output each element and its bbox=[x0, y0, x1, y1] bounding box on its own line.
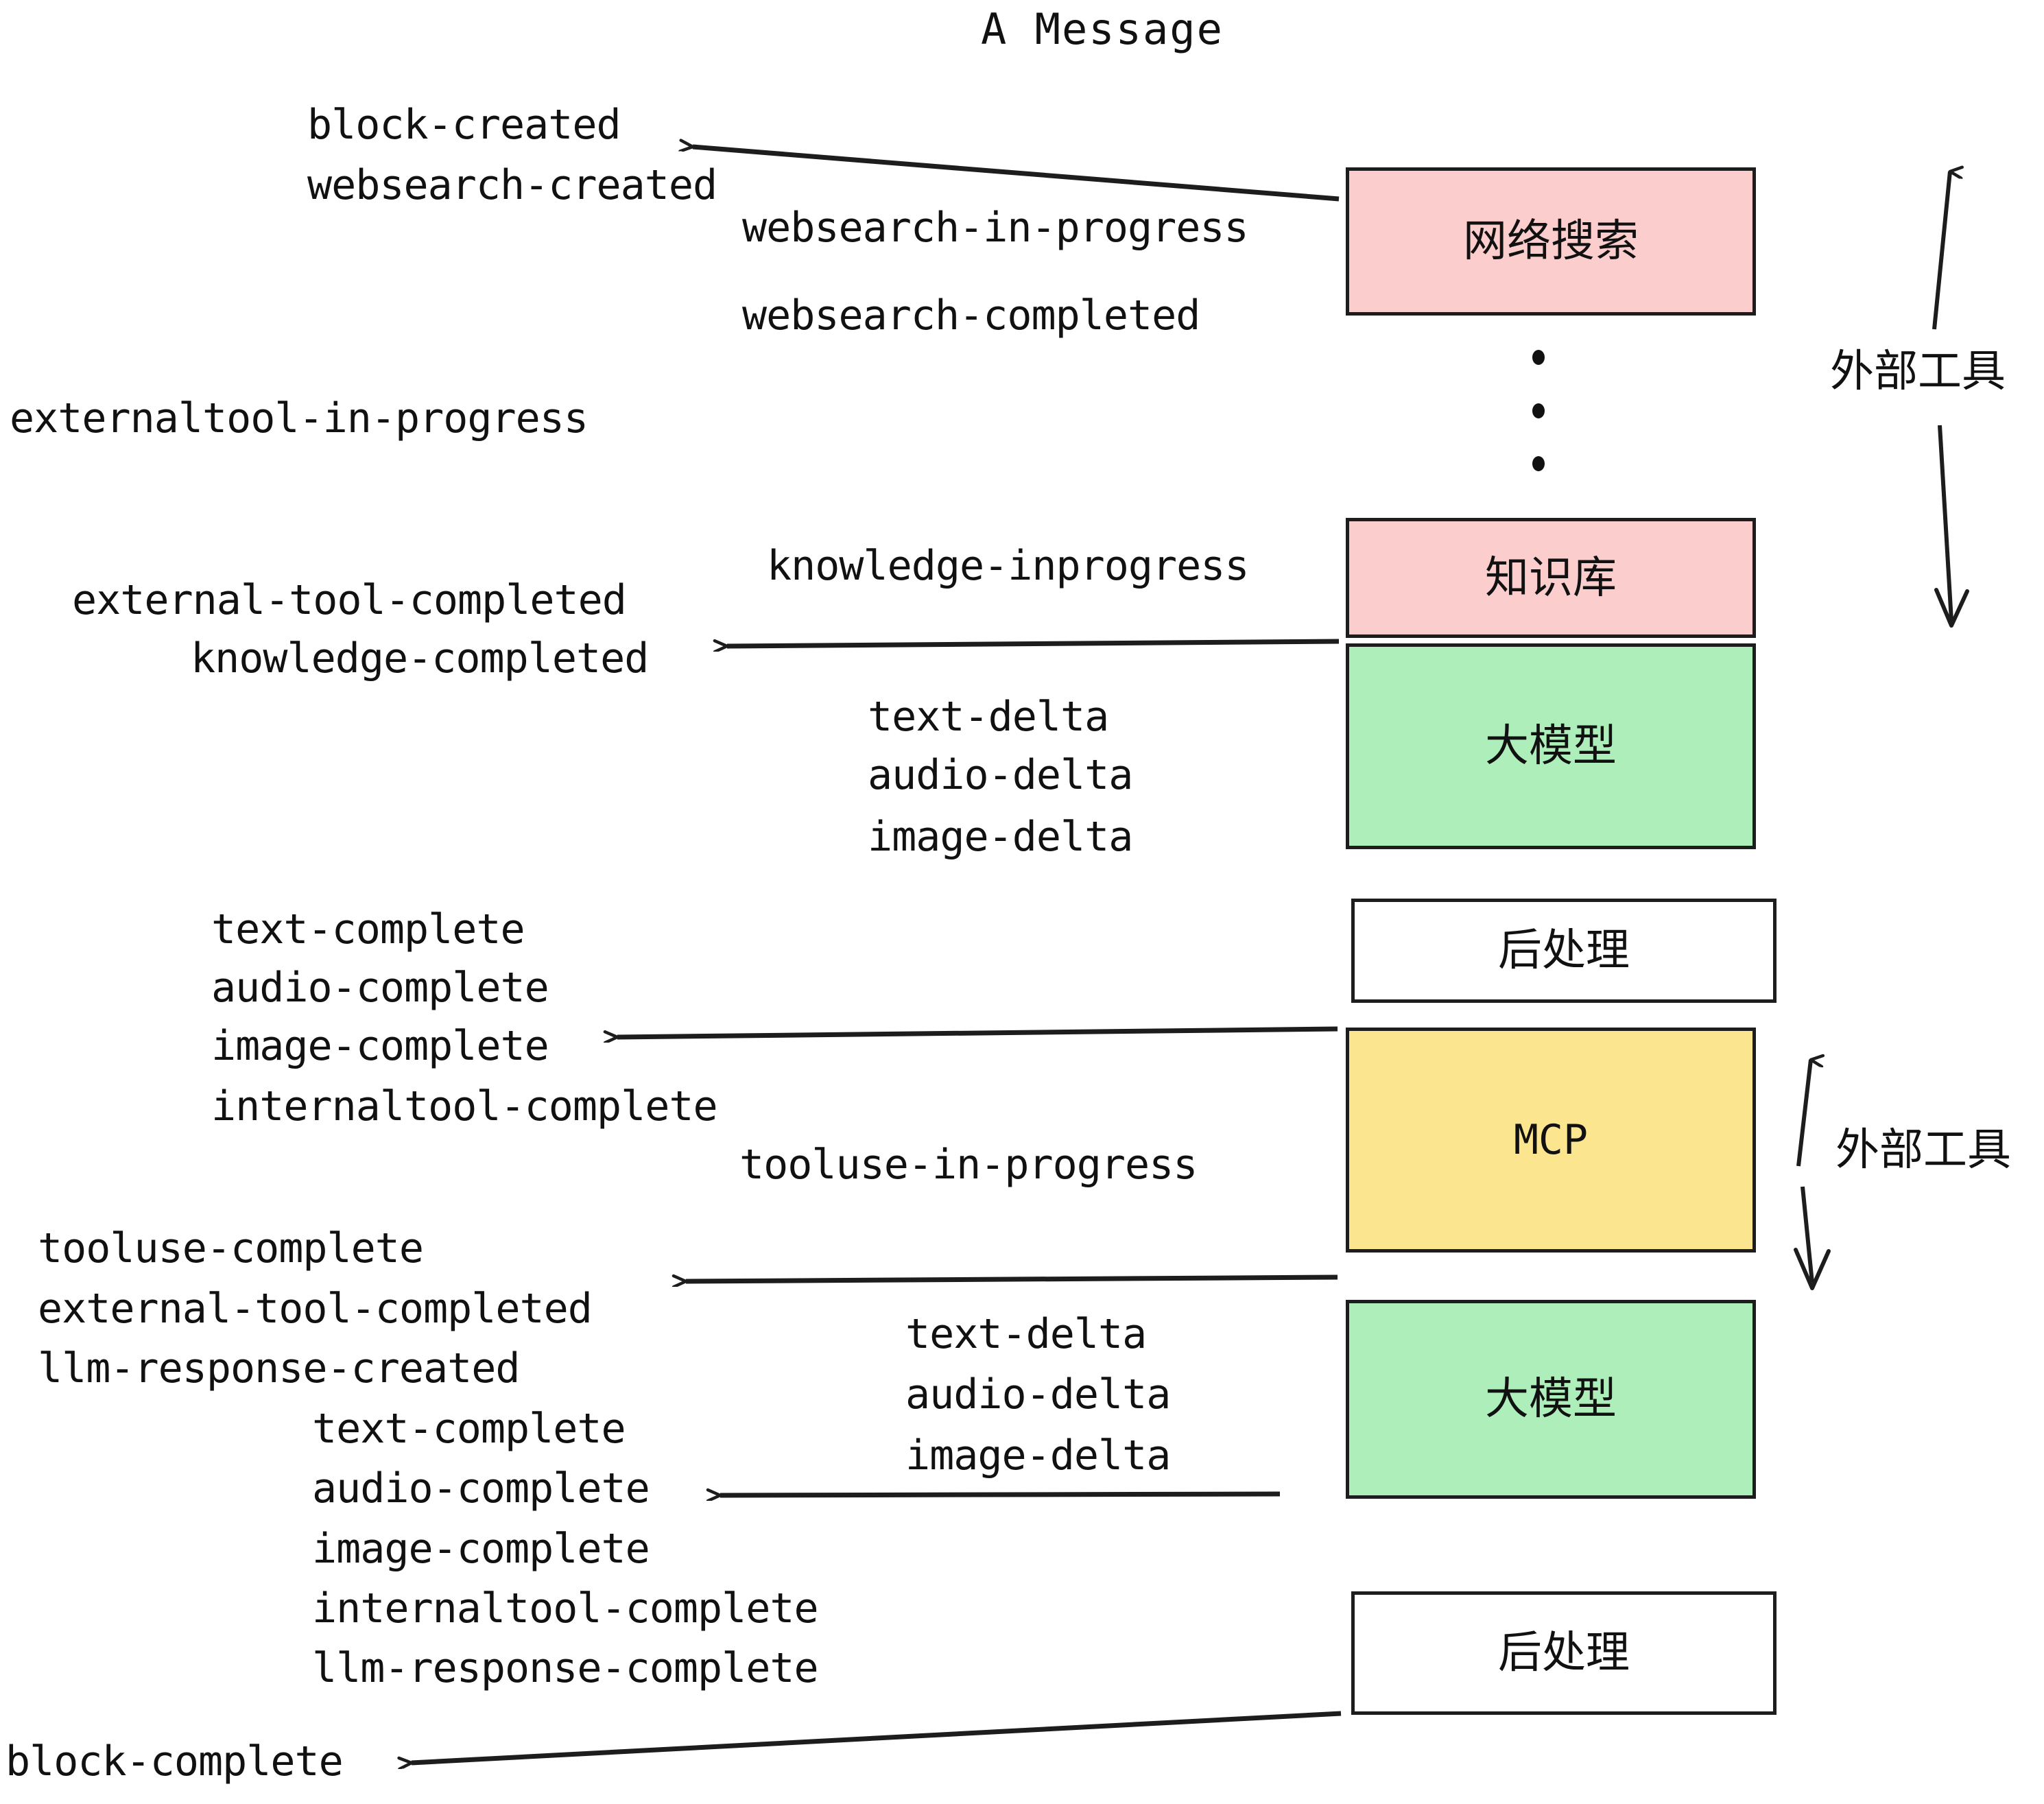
node-postprocess-bottom-label: 后处理 bbox=[1498, 1628, 1630, 1678]
node-postprocess-top: 后处理 bbox=[1351, 899, 1776, 1003]
event-block-complete: block-complete bbox=[5, 1737, 344, 1785]
node-llm-bottom-label: 大模型 bbox=[1485, 1374, 1617, 1425]
ellipsis-dot-2 bbox=[1532, 403, 1545, 418]
event-image-complete-2: image-complete bbox=[312, 1525, 650, 1573]
event-audio-complete-1: audio-complete bbox=[211, 964, 549, 1012]
event-block-created: block-created bbox=[307, 101, 621, 149]
ellipsis-dot-3 bbox=[1532, 456, 1545, 471]
event-internaltool-complete-1: internaltool-complete bbox=[211, 1082, 718, 1130]
external-tools-bracket-bottom bbox=[1794, 1060, 1831, 1290]
event-image-delta-2: image-delta bbox=[905, 1432, 1171, 1480]
event-websearch-completed: websearch-completed bbox=[742, 292, 1200, 340]
event-llm-response-created: llm-response-created bbox=[38, 1344, 520, 1392]
event-websearch-created: websearch-created bbox=[307, 161, 717, 209]
event-text-complete-1: text-complete bbox=[211, 905, 525, 953]
arrow-knowledge-to-completed bbox=[727, 639, 1340, 646]
event-text-complete-2: text-complete bbox=[312, 1405, 626, 1453]
group-label-external-tools-top: 外部工具 bbox=[1830, 346, 2006, 397]
ellipsis-dot-1 bbox=[1532, 350, 1545, 365]
arrow-postprocess-to-image-complete bbox=[617, 1026, 1338, 1037]
node-postprocess-bottom: 后处理 bbox=[1351, 1591, 1776, 1715]
event-text-delta-2: text-delta bbox=[905, 1310, 1147, 1358]
event-websearch-in-progress: websearch-in-progress bbox=[742, 204, 1249, 252]
event-external-tool-completed-2: external-tool-completed bbox=[38, 1285, 593, 1333]
arrow-postprocess-to-block-complete bbox=[412, 1711, 1342, 1763]
group-label-external-tools-bottom: 外部工具 bbox=[1835, 1125, 2011, 1176]
arrow-websearch-to-created bbox=[693, 147, 1340, 202]
event-externaltool-in-progress: externaltool-in-progress bbox=[10, 394, 589, 442]
event-tooluse-in-progress: tooluse-in-progress bbox=[739, 1141, 1198, 1189]
event-audio-delta-2: audio-delta bbox=[905, 1370, 1171, 1419]
event-llm-response-complete: llm-response-complete bbox=[312, 1644, 819, 1692]
node-knowledge-base-label: 知识库 bbox=[1485, 552, 1617, 604]
node-mcp-label: MCP bbox=[1513, 1116, 1589, 1164]
node-llm-bottom: 大模型 bbox=[1346, 1300, 1756, 1499]
event-image-delta-1: image-delta bbox=[868, 813, 1133, 861]
node-llm-top-label: 大模型 bbox=[1485, 721, 1617, 772]
event-knowledge-inprogress: knowledge-inprogress bbox=[767, 542, 1249, 590]
node-llm-top: 大模型 bbox=[1346, 643, 1756, 849]
event-knowledge-completed: knowledge-completed bbox=[191, 634, 649, 683]
event-audio-delta-1: audio-delta bbox=[868, 751, 1133, 799]
external-tools-bracket-top bbox=[1932, 171, 1969, 628]
node-websearch: 网络搜索 bbox=[1346, 167, 1756, 316]
node-postprocess-top-label: 后处理 bbox=[1498, 925, 1630, 976]
event-internaltool-complete-2: internaltool-complete bbox=[312, 1585, 819, 1633]
page-title: A Message bbox=[981, 4, 1224, 54]
node-knowledge-base: 知识库 bbox=[1346, 518, 1756, 638]
event-text-delta-1: text-delta bbox=[868, 693, 1109, 741]
arrow-llm-to-audio-complete bbox=[720, 1494, 1281, 1495]
event-audio-complete-2: audio-complete bbox=[312, 1464, 650, 1512]
event-external-tool-completed-1: external-tool-completed bbox=[72, 576, 627, 624]
event-tooluse-complete: tooluse-complete bbox=[38, 1224, 424, 1272]
event-image-complete-1: image-complete bbox=[211, 1022, 549, 1070]
node-websearch-label: 网络搜索 bbox=[1463, 216, 1639, 267]
node-mcp: MCP bbox=[1346, 1028, 1756, 1253]
arrow-mcp-to-tooluse-complete bbox=[686, 1277, 1338, 1281]
